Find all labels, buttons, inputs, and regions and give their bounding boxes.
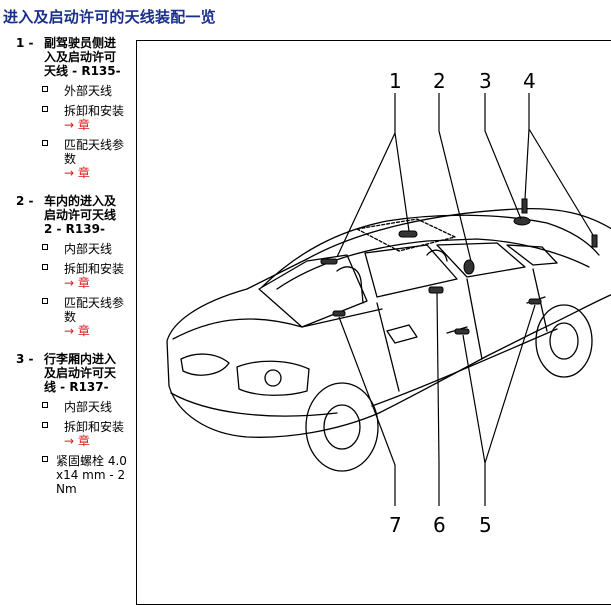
car-window-line — [276, 238, 590, 290]
leader-7 — [338, 316, 396, 506]
antenna-3 — [513, 216, 531, 226]
leader-6 — [436, 292, 440, 506]
bumper — [170, 392, 338, 417]
chapter-link[interactable]: 章 — [77, 434, 90, 448]
legend-subitem: 匹配天线参数→ 章 — [0, 296, 128, 338]
chapter-link[interactable]: 章 — [77, 166, 90, 180]
legend-subitem-text: 内部天线 — [64, 400, 113, 414]
chapter-link[interactable]: 章 — [77, 276, 90, 290]
callout-4: 4 — [523, 69, 536, 93]
rear-side-window — [436, 242, 526, 278]
arrow-icon: → — [64, 324, 75, 338]
legend-subitem: 内部天线 — [0, 242, 128, 256]
windshield — [258, 254, 368, 328]
antenna-5a — [454, 328, 470, 335]
antenna-1 — [398, 230, 418, 238]
door-line-mid — [466, 278, 483, 360]
legend-subitem-text: 匹配天线参数 — [64, 296, 125, 324]
badge — [264, 369, 282, 387]
car-roof — [261, 214, 600, 288]
legend-subitem-text: 匹配天线参数 — [64, 138, 125, 166]
side-sill — [371, 328, 558, 407]
legend-subitem-text: 拆卸和安装 — [64, 104, 125, 118]
legend-subitem: 外部天线 — [0, 84, 128, 98]
legend-subitem-text: 内部天线 — [64, 242, 113, 256]
seat — [336, 266, 364, 304]
leader-2 — [438, 93, 472, 262]
callout-3: 3 — [479, 69, 492, 93]
square-bullet-icon — [42, 456, 48, 462]
leader-4 — [524, 93, 594, 236]
front-wheel — [305, 382, 379, 472]
legend-subitem: 拆卸和安装 → 章 — [0, 104, 128, 132]
arrow-icon: → — [64, 276, 75, 290]
square-bullet-icon — [42, 402, 48, 408]
antenna-5b — [528, 298, 542, 305]
legend-subitem-text: 拆卸和安装 — [64, 420, 125, 434]
headlight-left — [180, 353, 230, 376]
legend-subitem: 内部天线 — [0, 400, 128, 414]
square-bullet-icon — [42, 264, 48, 270]
callout-2: 2 — [433, 69, 446, 93]
leader-5 — [462, 304, 536, 506]
antenna-4-rear — [591, 234, 598, 248]
rear-wheel — [535, 304, 593, 378]
chapter-link[interactable]: 章 — [77, 118, 90, 132]
rear-wheel-hub — [549, 322, 579, 360]
door-line-front — [376, 302, 400, 392]
legend-item-name: 副驾驶员侧进入及启动许可天线 - R135- — [44, 36, 121, 78]
front-side-window — [364, 244, 458, 298]
antenna-sunroof — [320, 258, 338, 265]
grille — [236, 360, 310, 396]
antenna-2 — [463, 259, 475, 275]
antenna-7 — [332, 310, 346, 317]
sunroof — [356, 218, 456, 252]
rear-quarter-window — [506, 244, 558, 266]
legend-item-3: 3 - 行李厢内进入及启动许可天线 - R137- 内部天线 拆卸和安装 → 章… — [0, 352, 128, 496]
legend-subitem: 拆卸和安装 → 章 — [0, 420, 128, 448]
hood — [172, 308, 383, 340]
legend-item-name: 车内的进入及启动许可天线 2 - R139- — [44, 194, 117, 236]
legend-item-number: 1 - — [16, 36, 34, 50]
legend-subitem-text: 拆卸和安装 — [64, 262, 125, 276]
callout-7: 7 — [389, 513, 402, 537]
arrow-icon: → — [64, 118, 75, 132]
car-body-outline — [166, 208, 611, 438]
antenna-4-roof — [521, 198, 528, 214]
car-antenna-figure: 1 2 3 4 5 6 7 — [136, 40, 611, 605]
square-bullet-icon — [42, 106, 48, 112]
arrow-icon: → — [64, 166, 75, 180]
legend-item-number: 3 - — [16, 352, 34, 366]
arrow-icon: → — [64, 434, 75, 448]
legend-subitem-text: 外部天线 — [64, 84, 113, 98]
front-wheel-hub — [323, 404, 361, 450]
square-bullet-icon — [42, 298, 48, 304]
legend-subitem-text: 紧固螺栓 4.0x14 mm - 2 Nm — [56, 454, 127, 496]
page-title: 进入及启动许可的天线装配一览 — [3, 8, 216, 26]
antenna-6 — [428, 286, 444, 294]
chapter-link[interactable]: 章 — [77, 324, 90, 338]
leader-1 — [336, 93, 410, 258]
square-bullet-icon — [42, 422, 48, 428]
leader-3 — [484, 93, 522, 220]
legend-item-number: 2 - — [16, 194, 34, 208]
square-bullet-icon — [42, 86, 48, 92]
legend-list: 1 - 副驾驶员侧进入及启动许可天线 - R135- 外部天线 拆卸和安装 → … — [0, 36, 128, 502]
side-mirror — [386, 324, 418, 344]
legend-item-2: 2 - 车内的进入及启动许可天线 2 - R139- 内部天线 拆卸和安装 → … — [0, 194, 128, 338]
seat-rear — [426, 249, 448, 262]
legend-subitem: 拆卸和安装 → 章 — [0, 262, 128, 290]
square-bullet-icon — [42, 140, 48, 146]
legend-subitem: 紧固螺栓 4.0x14 mm - 2 Nm — [0, 454, 128, 496]
legend-item-1: 1 - 副驾驶员侧进入及启动许可天线 - R135- 外部天线 拆卸和安装 → … — [0, 36, 128, 180]
callout-5: 5 — [479, 513, 492, 537]
callout-6: 6 — [433, 513, 446, 537]
legend-subitem: 匹配天线参数→ 章 — [0, 138, 128, 180]
car-illustration — [166, 93, 611, 506]
legend-item-name: 行李厢内进入及启动许可天线 - R137- — [44, 352, 117, 394]
callout-1: 1 — [389, 69, 402, 93]
square-bullet-icon — [42, 244, 48, 250]
